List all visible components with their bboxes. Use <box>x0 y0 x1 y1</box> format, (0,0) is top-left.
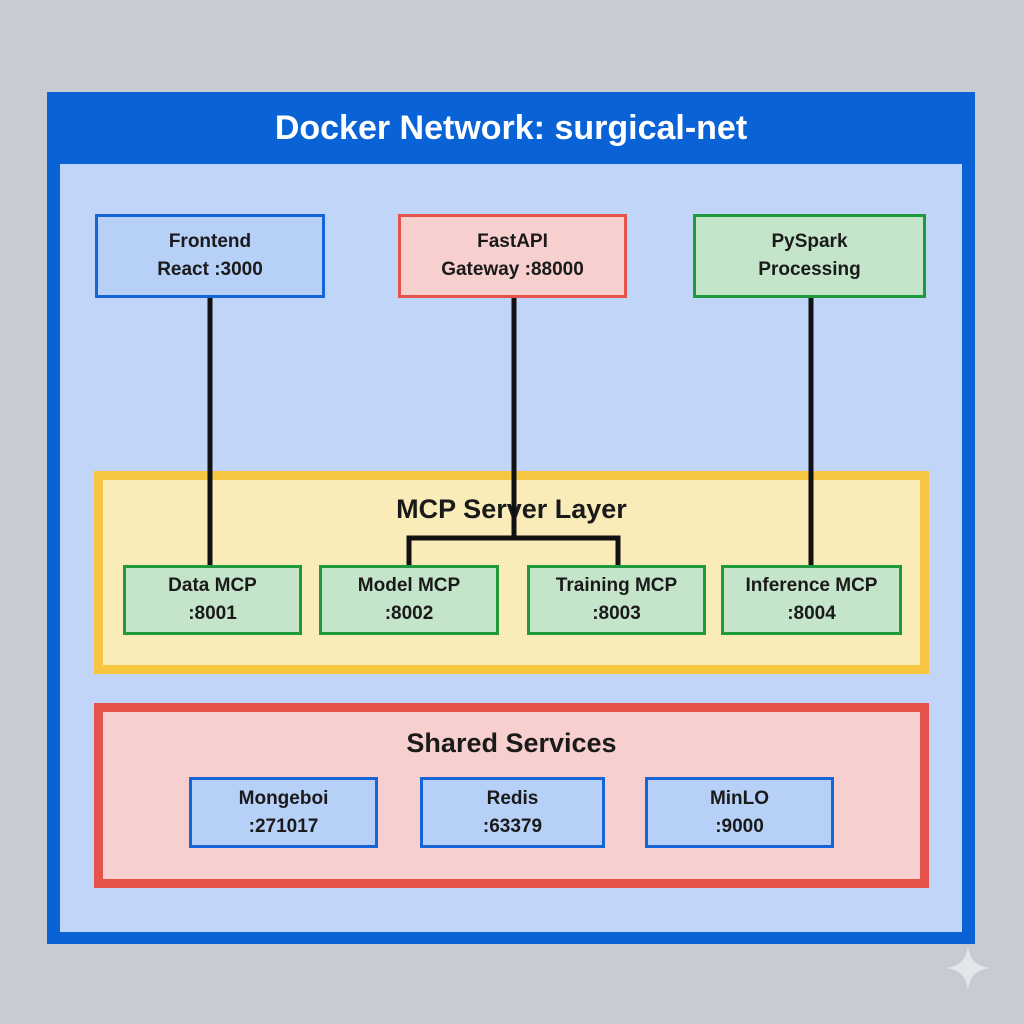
network-title: Docker Network: surgical-net <box>274 108 748 147</box>
mcp-layer-title: MCP Server Layer <box>396 494 627 524</box>
shared-services-title: Shared Services <box>406 728 617 758</box>
frontend-service[interactable]: Frontend React :3000 <box>95 214 325 298</box>
service-name: PySpark <box>771 231 848 252</box>
server-port: :8002 <box>384 603 434 624</box>
service-detail: Processing <box>758 259 861 280</box>
server-port: :8001 <box>188 603 237 624</box>
training-mcp-server[interactable]: Training MCP :8003 <box>527 565 706 635</box>
fastapi-gateway-service[interactable]: FastAPI Gateway :88000 <box>398 214 627 298</box>
service-detail: React :3000 <box>157 259 263 280</box>
service-port: :271017 <box>248 815 319 837</box>
service-detail: Gateway :88000 <box>441 259 584 280</box>
service-port: :9000 <box>715 815 764 837</box>
redis-service[interactable]: Redis :63379 <box>420 777 605 848</box>
server-name: Inference MCP <box>745 575 878 596</box>
data-mcp-server[interactable]: Data MCP :8001 <box>123 565 302 635</box>
service-name: Redis <box>486 787 539 809</box>
service-name: Mongeboi <box>238 787 329 809</box>
server-port: :8003 <box>592 603 641 624</box>
server-name: Data MCP <box>168 575 257 596</box>
minio-service[interactable]: MinLO :9000 <box>645 777 834 848</box>
service-name: Frontend <box>168 231 252 252</box>
inference-mcp-server[interactable]: Inference MCP :8004 <box>721 565 902 635</box>
server-port: :8004 <box>787 603 836 624</box>
mongodb-service[interactable]: Mongeboi :271017 <box>189 777 378 848</box>
model-mcp-server[interactable]: Model MCP :8002 <box>319 565 499 635</box>
service-name: MinLO <box>709 787 770 809</box>
service-name: FastAPI <box>477 231 548 252</box>
server-name: Model MCP <box>357 575 461 596</box>
service-port: :63379 <box>482 815 543 837</box>
server-name: Training MCP <box>555 575 678 596</box>
pyspark-processing-service[interactable]: PySpark Processing <box>693 214 926 298</box>
sparkle-icon <box>946 946 990 990</box>
